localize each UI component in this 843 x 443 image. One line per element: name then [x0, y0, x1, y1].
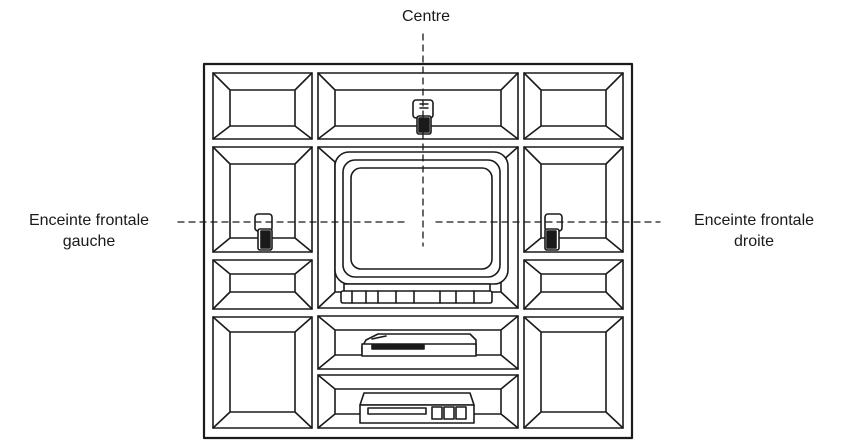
alignment-guides: [177, 33, 661, 247]
av-receiver-device: [359, 392, 475, 424]
center-speaker: [412, 99, 434, 135]
center-speaker-label: Centre: [401, 8, 451, 25]
front-left-label-line1: Enceinte frontale: [28, 212, 150, 229]
front-right-label-line1: Enceinte frontale: [693, 212, 815, 229]
av-player-device: [361, 333, 477, 357]
left-column-cubbies: [212, 72, 313, 429]
television: [334, 151, 509, 304]
front-left-speaker: [254, 213, 273, 251]
front-right-label-line2: droite: [733, 233, 775, 250]
front-right-speaker: [544, 213, 563, 251]
front-left-label-line2: gauche: [62, 233, 116, 250]
right-column-cubbies: [523, 72, 624, 429]
front-left-speaker-label: Enceinte frontale gauche: [0, 210, 178, 252]
front-right-speaker-label: Enceinte frontale droite: [665, 210, 843, 252]
